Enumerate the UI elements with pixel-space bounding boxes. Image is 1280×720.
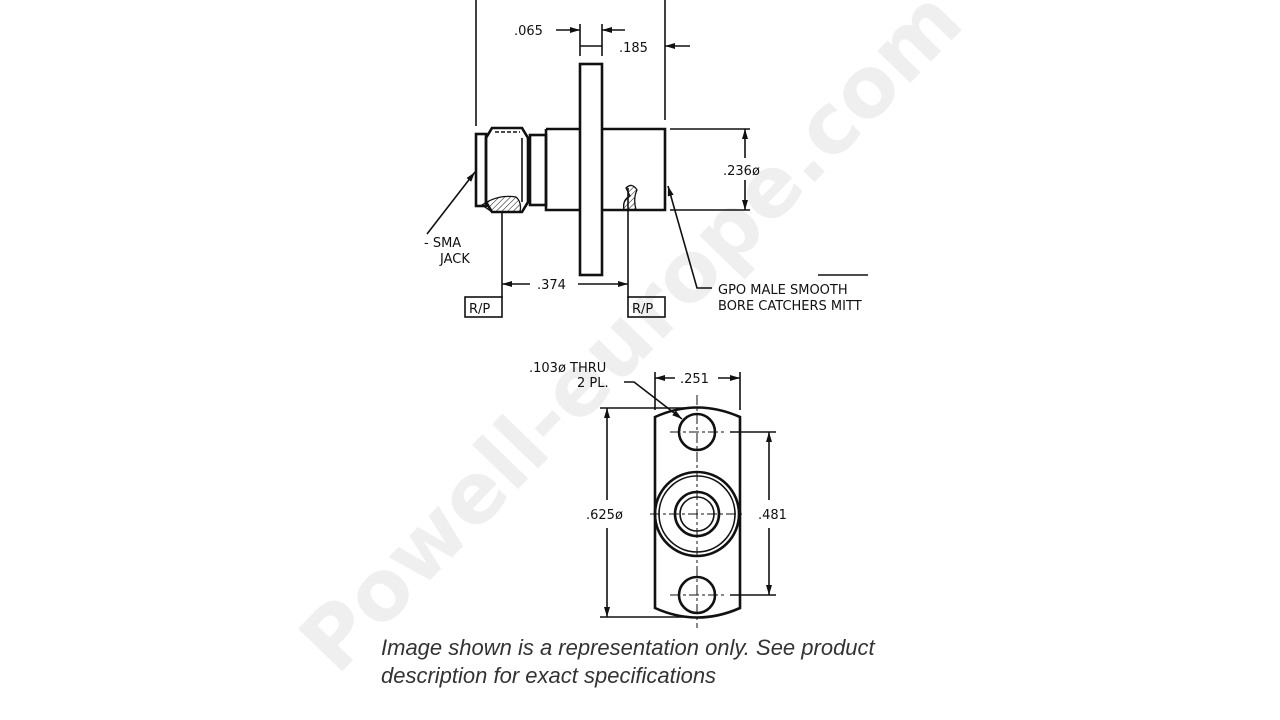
image-disclaimer: Image shown is a representation only. Se… [381,634,875,690]
gpo-label: GPO MALE SMOOTH [718,283,848,298]
sma-jack-label: - SMA [424,236,461,251]
ref-plane-left: R/P [469,302,490,317]
hole-label: .103ø THRU [529,361,606,376]
caption-line-1: Image shown is a representation only. Se… [381,635,875,660]
dim-185: .185 [619,41,648,56]
dim-251: .251 [680,372,709,387]
dim-236: .236ø [723,164,760,179]
dim-374: .374 [537,278,566,293]
flange [578,62,604,277]
sma-jack-label-2: JACK [439,252,470,267]
hole-label-2: 2 PL. [577,376,609,391]
dim-481: .481 [758,508,787,523]
caption-line-2: description for exact specifications [381,663,717,688]
dim-625: .625ø [586,508,623,523]
side-view: .065 .185 .236ø .374 R/P R/P - SMA JACK … [424,0,868,318]
dim-065: .065 [514,24,543,39]
front-view: .251 .625ø .481 .103ø THRU 2 PL. [529,361,787,628]
watermark: Powell-europe.com [281,0,981,691]
connector-body [544,127,667,212]
ref-plane-right: R/P [632,302,653,317]
gpo-label-2: BORE CATCHERS MITT [718,299,862,314]
